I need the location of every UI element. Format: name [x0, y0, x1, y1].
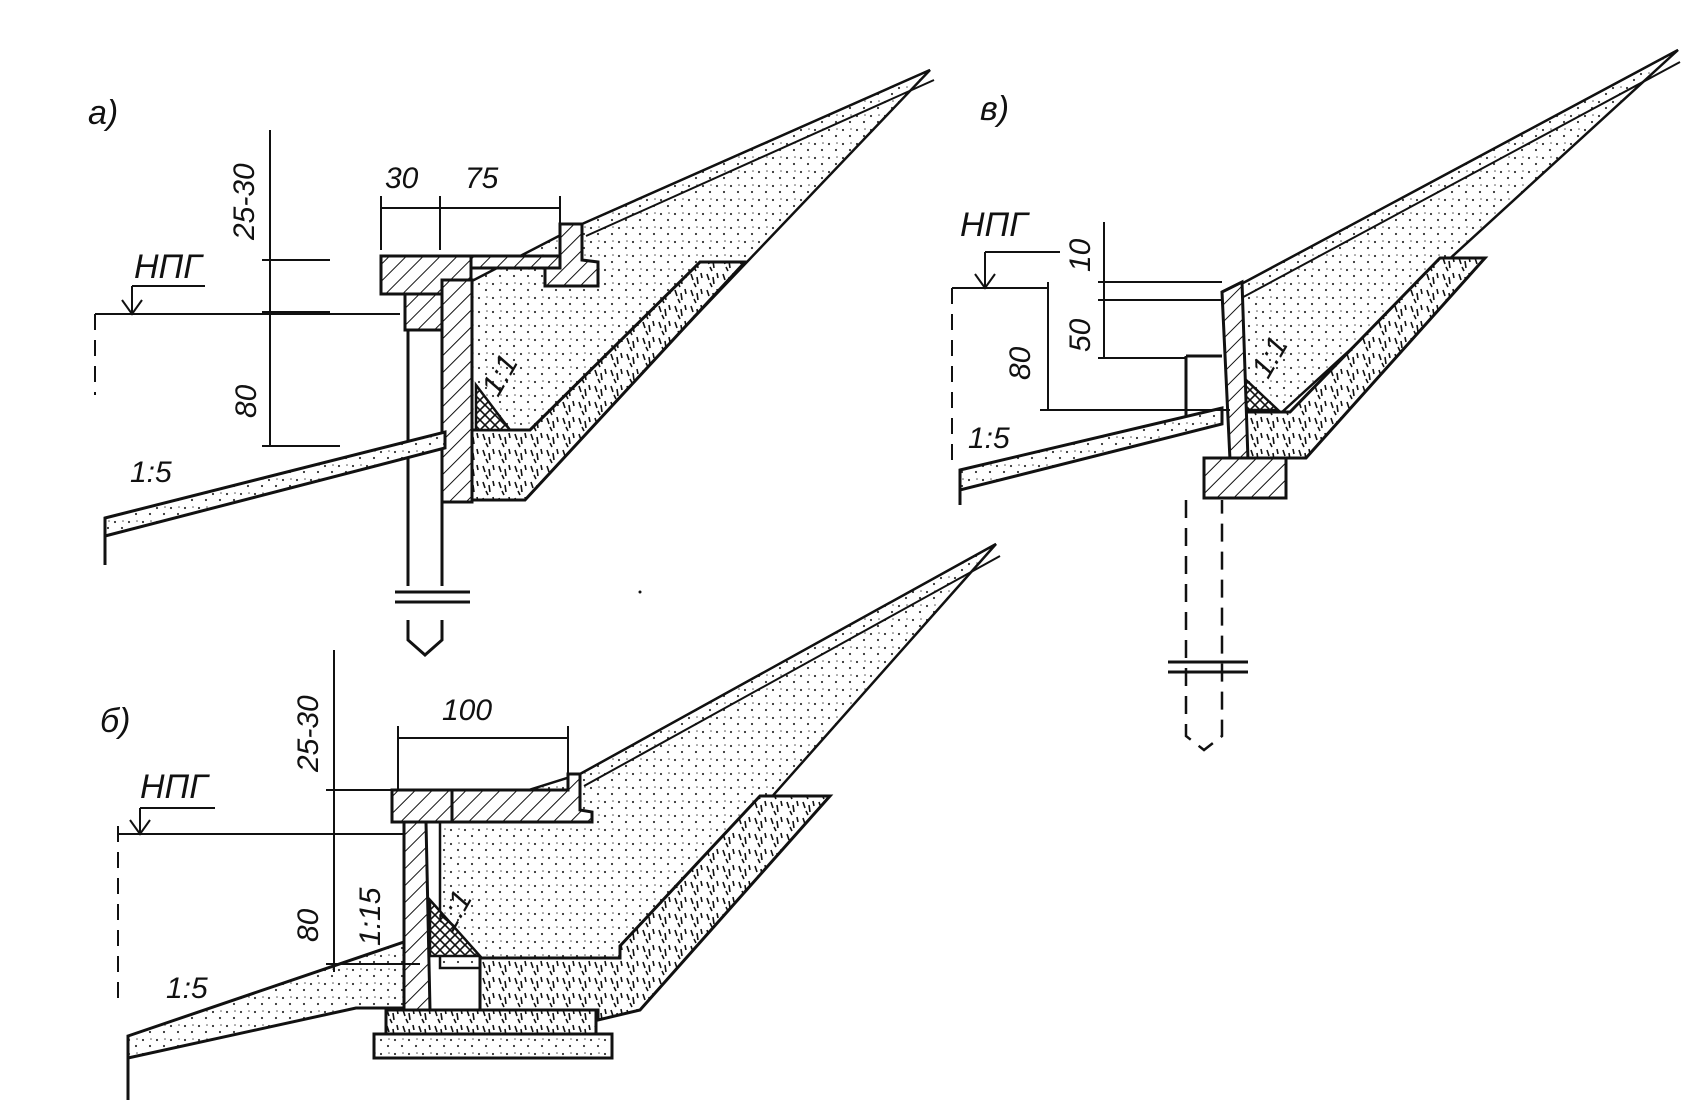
- panel-a-pile: [406, 330, 444, 658]
- panel-a-edge-curb: [543, 222, 600, 288]
- panel-b-slope-face: [579, 543, 1001, 787]
- panel-a-dim-30: 30: [385, 162, 419, 195]
- panel-v-dim-80: 80: [1004, 346, 1037, 380]
- panel-b-wall: [402, 820, 432, 1012]
- panel-a-bracket: [403, 292, 444, 332]
- panel-v-dim-vertical-50: [1098, 299, 1222, 359]
- panel-v-level-marker: [974, 251, 1060, 290]
- panel-v-label: в): [980, 90, 1009, 128]
- panel-b-dim-vertical: [326, 650, 420, 972]
- panel-b-label: б): [100, 702, 130, 740]
- panel-v-dim-vertical-10: [1098, 222, 1222, 300]
- panel-v: в) НПГ 80 50 10 1:5 1:1: [951, 48, 1681, 752]
- panel-v-slope-face: [1229, 49, 1681, 303]
- panel-b-cap-beam: [390, 788, 454, 824]
- panel-b-dim-100: 100: [442, 694, 492, 727]
- panel-b-dim-80: 80: [292, 908, 325, 942]
- panel-b-level-label: НПГ: [140, 768, 210, 806]
- panel-a-dim-vertical: [262, 130, 340, 447]
- panel-v-footing: [1202, 456, 1288, 500]
- panel-v-pile-break: [1168, 660, 1248, 674]
- panel-a-dim-25-30: 25-30: [228, 163, 261, 241]
- stray-mark: [638, 590, 642, 594]
- panel-b: б) НПГ 25-30 80 1:15 100 1:5 1:1: [100, 542, 1001, 1100]
- panel-a-slope-label: 1:5: [130, 456, 172, 489]
- panel-v-pile: [1184, 500, 1224, 752]
- panel-a-dim-80: 80: [230, 384, 263, 418]
- panel-a-slope-face: [581, 69, 935, 237]
- panel-b-filter: [428, 896, 483, 958]
- panel-a: а) НПГ 25-30 80 30 75 1:5: [88, 68, 935, 658]
- panel-a-level-marker: [121, 285, 205, 316]
- panel-a-pile-break: [395, 590, 470, 604]
- panel-v-dim-vertical-80: [1040, 282, 1230, 411]
- panel-a-wall: [440, 278, 474, 504]
- panel-a-level-label: НПГ: [134, 248, 204, 286]
- panel-b-foundation: [372, 1032, 614, 1060]
- panel-b-level-marker: [129, 807, 215, 836]
- panel-a-dim-75: 75: [465, 162, 499, 195]
- panel-v-wall: [1220, 279, 1250, 462]
- panel-b-wall-batter: 1:15: [354, 887, 387, 946]
- panel-a-label: а): [88, 94, 118, 132]
- panel-a-cap-plate: [469, 254, 562, 270]
- panel-b-slope-label: 1:5: [166, 972, 208, 1005]
- panel-v-dim-10: 10: [1064, 238, 1097, 272]
- panel-b-cap-plate: [450, 772, 594, 824]
- panel-b-dim-25-30: 25-30: [292, 695, 325, 773]
- panel-v-slope-label: 1:5: [968, 422, 1010, 455]
- panel-b-base-slab: [384, 1008, 598, 1036]
- panel-a-filter: [474, 381, 513, 432]
- panel-b-dim-horizontal: [397, 726, 569, 790]
- panel-v-dim-50: 50: [1064, 318, 1097, 352]
- panel-v-level-label: НПГ: [960, 206, 1030, 244]
- panel-a-dim-horizontal: [380, 196, 561, 250]
